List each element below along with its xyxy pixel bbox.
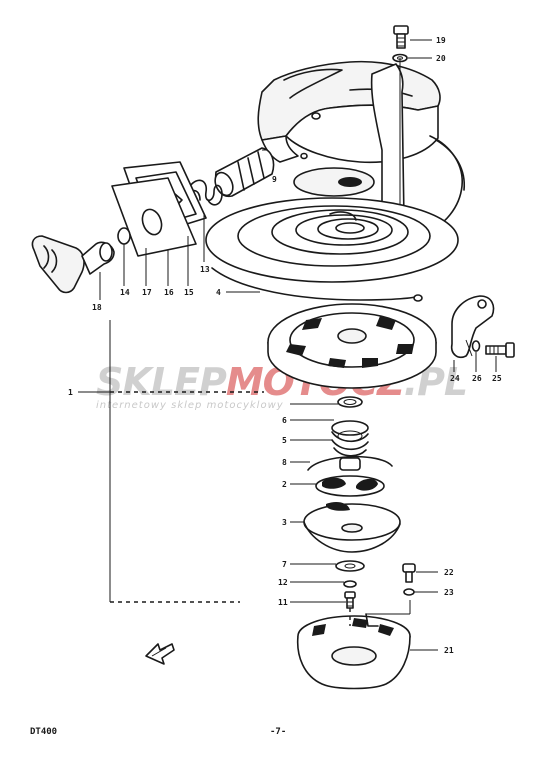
callout-22: 22 [444,568,454,577]
callout-25: 25 [492,374,502,383]
bolt-19-drawing [393,25,409,49]
gasket-17-drawing [111,177,197,257]
callout-26: 26 [472,374,482,383]
callout-17: 17 [142,288,152,297]
spring-5-drawing [331,420,369,457]
screw-11-drawing [344,591,356,609]
washer-23-drawing [403,588,415,596]
spring-retainer-4-drawing [211,267,423,302]
watermark-part1: SKLEP [96,360,227,404]
callout-13: 13 [200,265,210,274]
page-number: -7- [270,727,286,737]
callout-labels: 19 20 9 4 14 17 16 15 13 18 1 24 26 25 6… [68,36,502,655]
callout-6: 6 [282,416,287,425]
callout-12: 12 [278,578,288,587]
callout-18: 18 [92,303,102,312]
leader-lines [78,39,497,651]
callout-9: 9 [272,175,277,184]
callout-16: 16 [164,288,174,297]
friction-plate-8-drawing [307,455,393,471]
washer-7-drawing [335,560,365,572]
callout-5: 5 [282,436,287,445]
ratchet-2-drawing [315,475,385,497]
front-direction-arrow-icon [145,643,175,665]
cup-21-drawing [296,613,411,690]
rope-boss-drawing [214,147,275,198]
reel-pulley-drawing [267,303,437,389]
callout-21: 21 [444,646,454,655]
stopper-bracket-24-drawing [450,295,495,359]
washer-12-drawing [343,580,357,588]
drive-plate-3-drawing [303,502,401,553]
callout-3: 3 [282,518,287,527]
callout-4: 4 [216,288,221,297]
callout-11: 11 [278,598,288,607]
callout-8: 8 [282,458,287,467]
callout-19: 19 [436,36,446,45]
watermark-tagline: internetowy sklep motocyklowy [96,400,284,411]
page-footer: DT400 -7- [30,727,286,737]
callout-7: 7 [282,560,287,569]
washer-6-drawing [337,396,363,408]
screw-22-drawing [402,563,416,583]
starter-case-drawing [257,58,466,248]
washer-14-drawing [117,227,131,245]
callout-23: 23 [444,588,454,597]
callout-24: 24 [450,374,460,383]
callout-14: 14 [120,288,130,297]
callout-20: 20 [436,54,446,63]
callout-1: 1 [68,388,73,397]
callout-15: 15 [184,288,194,297]
recoil-spring-drawing [205,197,459,283]
handle-18-drawing [31,227,131,294]
bolt-25-drawing [485,342,515,358]
callout-2: 2 [282,480,287,489]
washer-26-drawing [471,340,481,352]
model-code: DT400 [30,727,57,737]
